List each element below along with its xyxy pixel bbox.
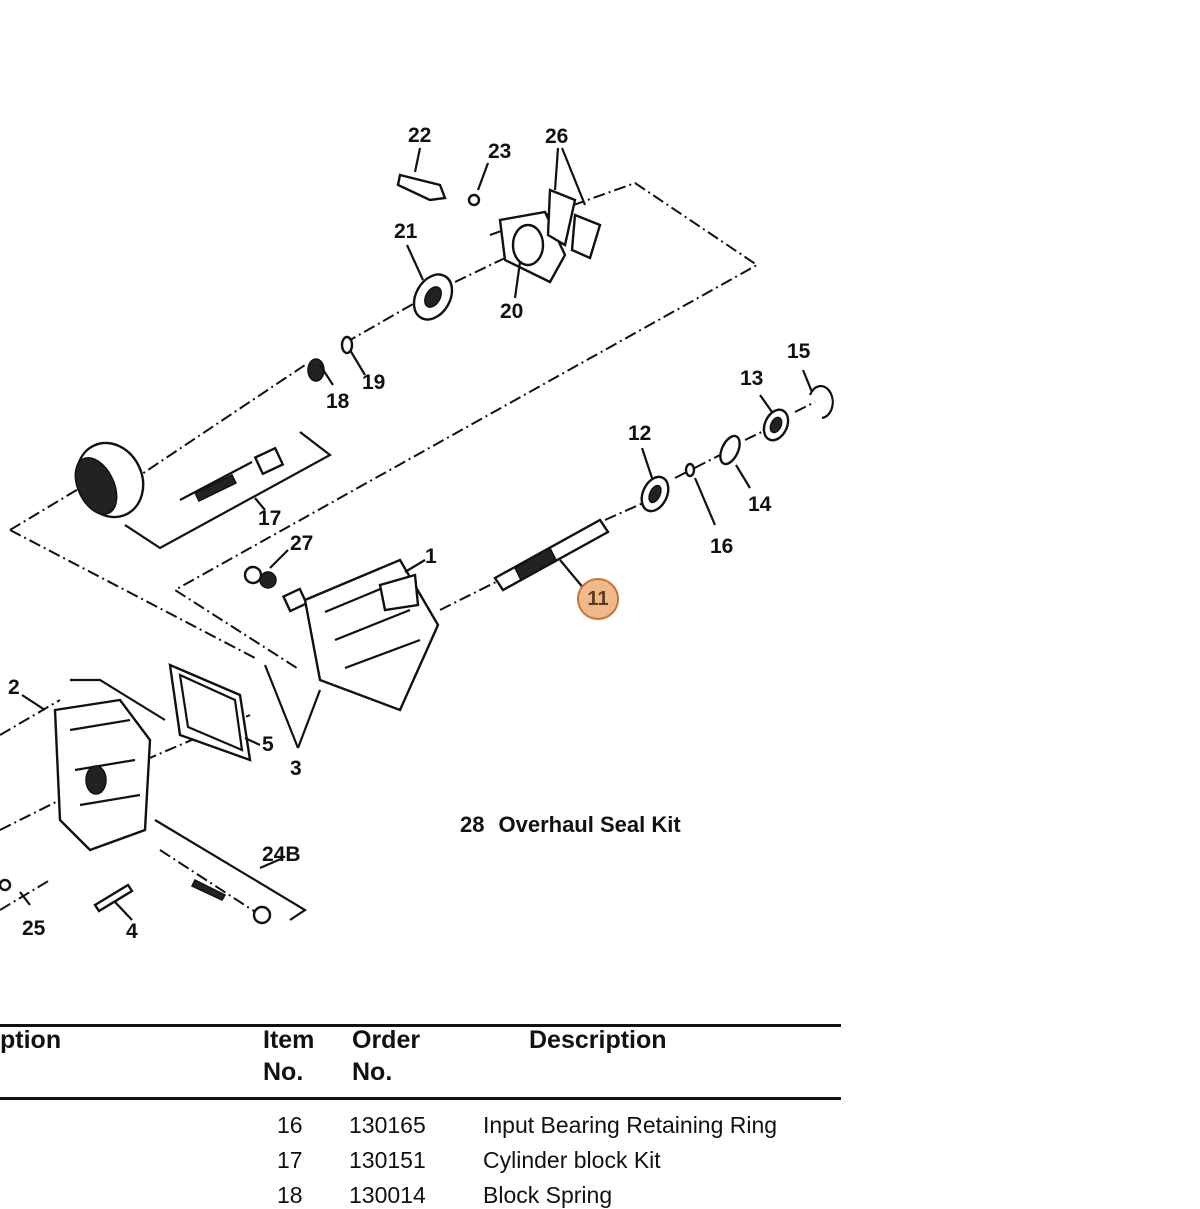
part-21-bearing [412,273,454,321]
label-26: 26 [545,125,568,148]
part-20-cover-26-guides [498,188,602,284]
part-1-housing [303,558,440,712]
label-17: 17 [258,507,281,530]
label-24B: 24B [262,843,301,866]
label-leaders [19,147,814,921]
row-description: Block Spring [483,1182,613,1208]
row-description: Cylinder block Kit [483,1147,661,1173]
row-order: 130014 [349,1182,426,1208]
row-description: Input Bearing Retaining Ring [483,1112,778,1138]
part-24B-4-25-bolts [0,878,272,925]
header-description-left: ption [0,1026,62,1054]
row-item: 16 [277,1112,303,1138]
label-21: 21 [394,220,418,243]
row-order: 130151 [349,1147,426,1173]
label-3: 3 [290,757,302,780]
assembly-lines [0,181,816,921]
table-top-rule [0,1024,841,1027]
label-2: 2 [8,676,20,699]
part-18-19-spring-washer [307,335,354,382]
row-order: 130165 [349,1112,426,1138]
part-22-lever-pin [396,173,447,202]
part-12-seal [640,475,670,513]
table-header-rule [0,1097,841,1100]
label-16: 16 [710,535,733,558]
part-11-input-shaft [493,518,610,592]
row-item: 17 [277,1147,303,1173]
label-27: 27 [290,532,313,555]
header-item-no: Item No. [263,1026,315,1086]
overhaul-seal-kit-caption: 28 Overhaul Seal Kit [460,812,695,838]
label-22: 22 [408,124,431,147]
label-20: 20 [500,300,523,323]
label-15: 15 [787,340,811,363]
callout-number: 11 [587,587,609,610]
part-2-end-cap [53,698,152,852]
label-1: 1 [425,545,437,568]
label-13: 13 [740,367,763,390]
part-17-piston-spring [193,446,285,502]
kit-number: 28 [460,812,485,837]
part-23-washer [467,193,481,207]
label-14: 14 [748,493,772,516]
part-16-14-13-15-retainers [684,385,834,478]
label-25: 25 [22,917,46,940]
header-description: Description [529,1026,667,1054]
header-order-no: Order No. [352,1026,421,1086]
part-5-gasket [168,663,252,762]
exploded-parts-diagram: 22 23 26 21 20 18 19 15 13 12 14 17 16 2… [0,124,834,943]
label-19: 19 [362,371,385,394]
label-4: 4 [126,920,138,943]
label-18: 18 [326,390,350,413]
label-12: 12 [628,422,651,445]
label-5: 5 [262,733,274,756]
part-number-labels: 22 23 26 21 20 18 19 15 13 12 14 17 16 2… [8,124,811,943]
row-item: 18 [277,1182,303,1208]
highlight-callout-11[interactable]: 11 [577,578,619,620]
part-27-check-valve [243,565,309,613]
kit-label: Overhaul Seal Kit [498,812,681,837]
cylinder-block [74,441,145,519]
label-23: 23 [488,140,511,163]
